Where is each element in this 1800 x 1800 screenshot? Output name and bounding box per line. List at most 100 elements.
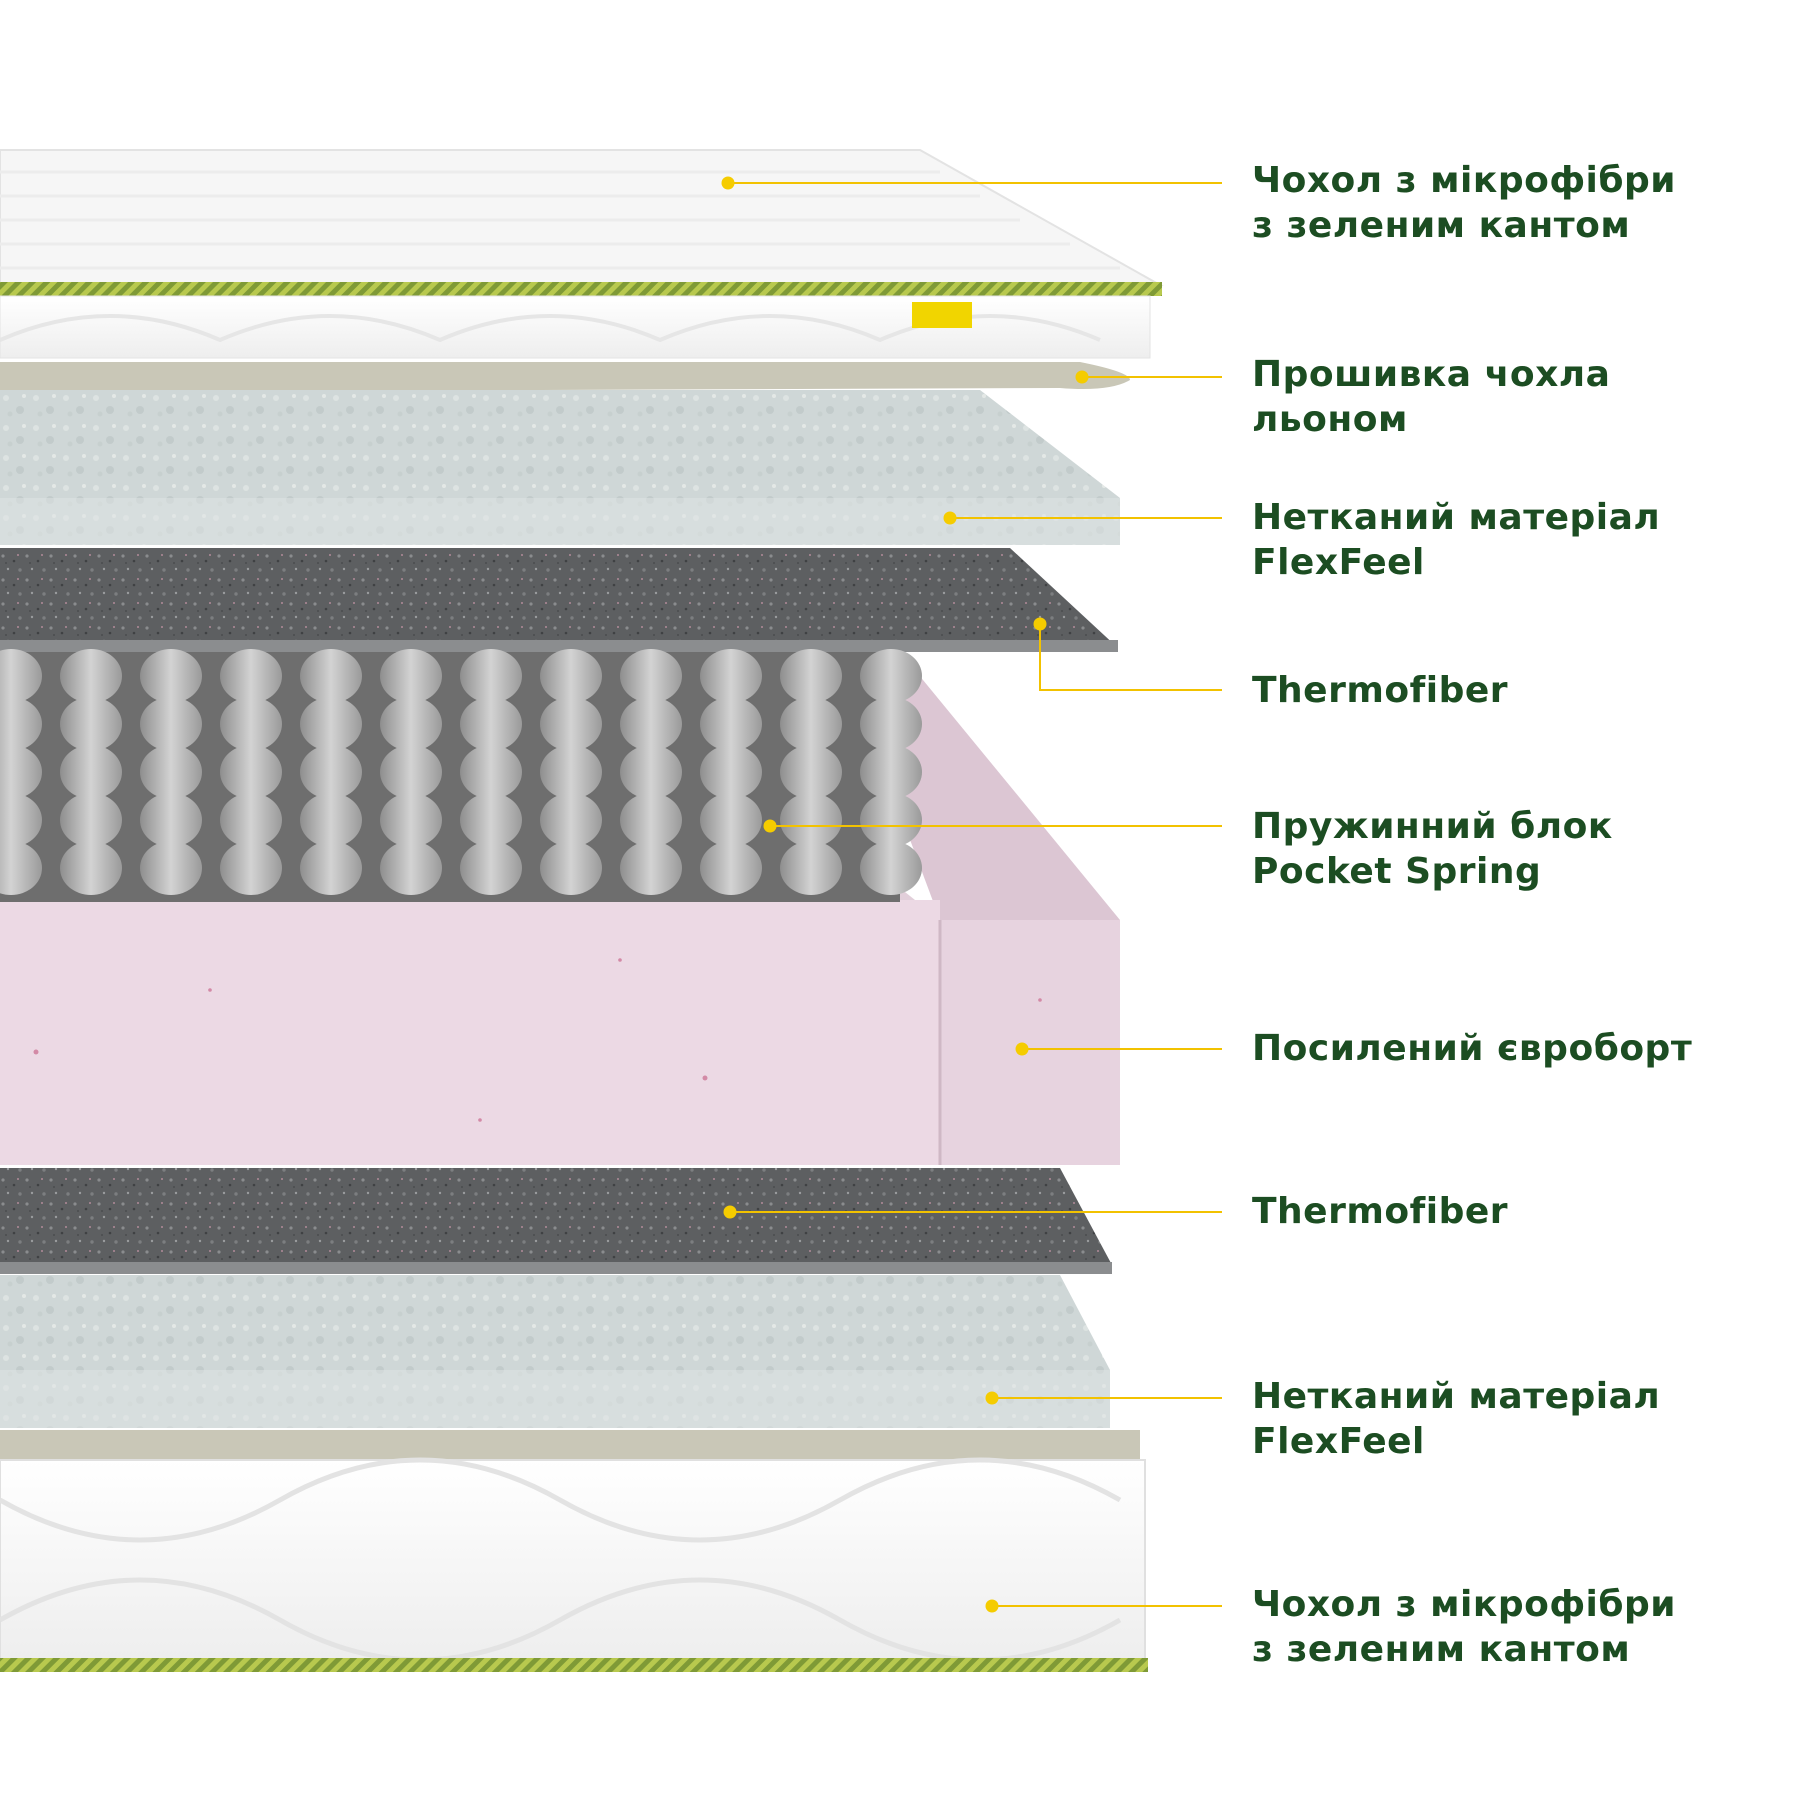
spring-coil [780, 793, 842, 847]
spring-coil [60, 793, 122, 847]
linen-stitching-marker-dot [1075, 370, 1089, 384]
spring-coil [300, 649, 362, 703]
spring-coil [860, 793, 922, 847]
bottom-cover-layer [0, 1430, 1148, 1672]
spring-coil [0, 841, 42, 895]
spring-coil [460, 841, 522, 895]
spring-coil [0, 745, 42, 799]
spring-coil [700, 793, 762, 847]
spring-coil [60, 697, 122, 751]
thermofiber-top-label: Thermofiber [1252, 668, 1772, 713]
callout-leaders [721, 176, 1222, 1613]
top-cover-label-line: з зеленим кантом [1252, 205, 1631, 246]
spring-coil [700, 649, 762, 703]
spring-coil [140, 697, 202, 751]
bottom-cover-label-line: Чохол з мікрофібри [1252, 1584, 1677, 1625]
spring-coil [140, 793, 202, 847]
flexfeel-top-marker-dot [943, 511, 957, 525]
spring-coil [300, 697, 362, 751]
spring-coil [300, 745, 362, 799]
spring-coil [540, 745, 602, 799]
spring-coil [0, 793, 42, 847]
spring-coil [620, 745, 682, 799]
thermofiber-bottom-layer [0, 1168, 1112, 1274]
spring-coil [620, 793, 682, 847]
spring-coil [140, 649, 202, 703]
spring-coil [220, 745, 282, 799]
spring-coil [620, 649, 682, 703]
flexfeel-bottom-label-line: FlexFeel [1252, 1421, 1425, 1462]
flexfeel-bottom-marker-dot [985, 1391, 999, 1405]
spring-coil [700, 697, 762, 751]
spring-coil [220, 793, 282, 847]
thermofiber-bottom-marker-dot [723, 1205, 737, 1219]
top-cover-marker-dot [721, 176, 735, 190]
linen-stitching-label-line: Прошивка чохла [1252, 354, 1611, 395]
spring-coil [220, 697, 282, 751]
spring-coil [540, 649, 602, 703]
flexfeel-top-layer [0, 390, 1120, 545]
spring-coil [0, 697, 42, 751]
flexfeel-top-label-line: FlexFeel [1252, 542, 1425, 583]
spring-coil [220, 649, 282, 703]
spring-coil [460, 697, 522, 751]
spring-coil [140, 745, 202, 799]
spring-coil [380, 841, 442, 895]
thermofiber-top-marker-dot [1033, 617, 1047, 631]
spring-coil [860, 697, 922, 751]
spring-coil [380, 745, 442, 799]
spring-coil [540, 793, 602, 847]
spring-coil [460, 745, 522, 799]
spring-coil [380, 793, 442, 847]
spring-coil [700, 745, 762, 799]
spring-coil [540, 841, 602, 895]
spring-coil [300, 841, 362, 895]
spring-coil [380, 697, 442, 751]
spring-coil [140, 841, 202, 895]
spring-coil [540, 697, 602, 751]
linen-stitching-layer [0, 362, 1130, 392]
pocket-spring-marker-dot [763, 819, 777, 833]
spring-coil [780, 841, 842, 895]
spring-coil [460, 793, 522, 847]
thermofiber-top-label-line: Thermofiber [1252, 670, 1509, 711]
spring-coil [380, 649, 442, 703]
spring-coil [780, 649, 842, 703]
thermofiber-top-leader-line [1039, 624, 1222, 691]
euro-border-marker-dot [1015, 1042, 1029, 1056]
spring-coil [860, 745, 922, 799]
pocket-spring-label-line: Пружинний блок [1252, 806, 1613, 847]
thermofiber-bottom-label: Thermofiber [1252, 1189, 1772, 1234]
pocket-spring-layer [0, 649, 922, 902]
bottom-cover-label-line: з зеленим кантом [1252, 1629, 1631, 1670]
thermofiber-top-layer [0, 548, 1118, 652]
spring-coil [620, 697, 682, 751]
thermofiber-bottom-label-line: Thermofiber [1252, 1191, 1509, 1232]
top-cover-label-line: Чохол з мікрофібри [1252, 160, 1677, 201]
flexfeel-top-label-line: Нетканий матеріал [1252, 497, 1661, 538]
spring-coil [460, 649, 522, 703]
linen-stitching-label-line: льоном [1252, 399, 1408, 440]
spring-coil [780, 697, 842, 751]
spring-coil [860, 841, 922, 895]
bottom-cover-marker-dot [985, 1599, 999, 1613]
spring-coil [220, 841, 282, 895]
spring-coil [0, 649, 42, 703]
brand-tag [912, 302, 972, 328]
spring-coil [860, 649, 922, 703]
spring-coil [300, 793, 362, 847]
euro-border-layer [0, 652, 1120, 1165]
euro-border-label-line: Посилений євроборт [1252, 1028, 1693, 1069]
spring-coil [620, 841, 682, 895]
pocket-spring-label-line: Pocket Spring [1252, 851, 1542, 892]
euro-border-label: Посилений євроборт [1252, 1026, 1772, 1071]
flexfeel-bottom-label-line: Нетканий матеріал [1252, 1376, 1661, 1417]
spring-coil [780, 745, 842, 799]
